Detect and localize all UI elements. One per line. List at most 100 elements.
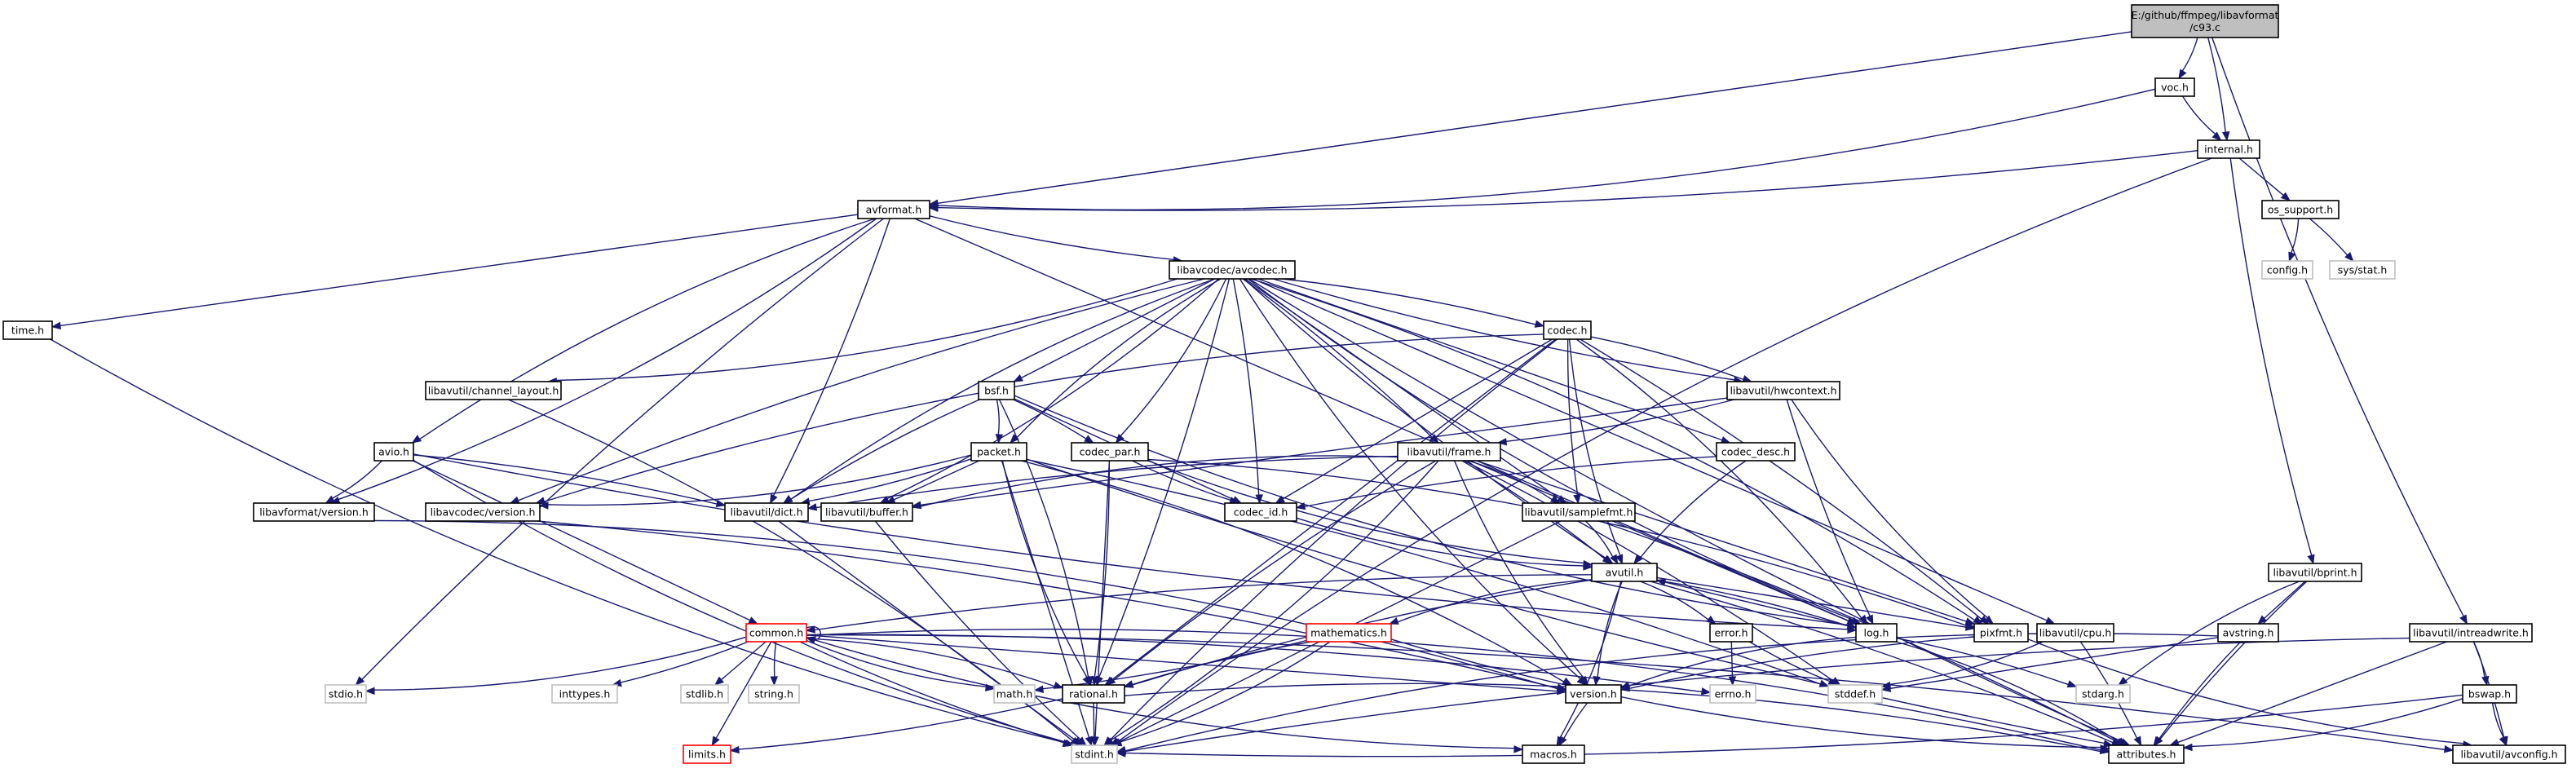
node-errno[interactable]: errno.h <box>1709 684 1756 704</box>
node-macros[interactable]: macros.h <box>1522 744 1585 764</box>
node-avio[interactable]: avio.h <box>373 442 414 462</box>
node-internal[interactable]: internal.h <box>2197 139 2260 159</box>
edge-line <box>1282 278 1537 325</box>
edge-line <box>1239 278 1582 680</box>
edge-common-to-stdlib <box>714 641 767 686</box>
node-codec_par[interactable]: codec_par.h <box>1071 442 1149 462</box>
node-codec[interactable]: codec.h <box>1543 320 1592 340</box>
edge-bswap-to-stdint <box>1116 694 2463 758</box>
node-box <box>1306 623 1392 643</box>
node-intreadwrite[interactable]: libavutil/intreadwrite.h <box>2409 623 2533 643</box>
node-avutil[interactable]: avutil.h <box>1591 563 1658 582</box>
edge-lavc_version-to-version <box>537 520 1567 691</box>
edge-line <box>1296 517 1585 567</box>
edge-arrowhead <box>1580 675 1589 687</box>
node-samplefmt[interactable]: libavutil/samplefmt.h <box>1522 502 1636 522</box>
node-avstring[interactable]: avstring.h <box>2217 623 2279 643</box>
node-stddef[interactable]: stddef.h <box>1827 684 1883 704</box>
edge-arrowhead <box>1089 736 1098 747</box>
node-hwcontext[interactable]: libavutil/hwcontext.h <box>1726 381 1840 400</box>
node-time[interactable]: time.h <box>2 320 53 340</box>
node-box <box>2462 684 2517 704</box>
edge-common-to-rational <box>806 638 1064 689</box>
edge-codec-to-lavc_version <box>535 333 1544 505</box>
node-buffer[interactable]: libavutil/buffer.h <box>820 502 913 522</box>
node-rational[interactable]: rational.h <box>1062 684 1125 704</box>
node-math[interactable]: math.h <box>993 684 1036 704</box>
node-box <box>2329 260 2396 280</box>
node-channel_layout[interactable]: libavutil/channel_layout.h <box>425 381 562 400</box>
node-stdarg[interactable]: stdarg.h <box>2075 684 2131 704</box>
node-codec_desc[interactable]: codec_desc.h <box>1716 442 1796 462</box>
edge-line <box>1124 694 2463 758</box>
edge-line <box>2181 37 2198 73</box>
edge-buffer-to-stdint <box>874 520 1087 746</box>
edge-avformat-to-stdio <box>355 218 885 686</box>
edge-line <box>874 520 1081 740</box>
edge-line <box>1889 641 2044 686</box>
node-lavf_version[interactable]: libavformat/version.h <box>253 502 375 522</box>
edge-line <box>1580 338 1983 621</box>
node-limits[interactable]: limits.h <box>683 744 731 764</box>
edge-line <box>1147 460 1585 564</box>
node-codec_id[interactable]: codec_id.h <box>1224 502 1297 522</box>
node-error[interactable]: error.h <box>1709 623 1753 643</box>
node-string[interactable]: string.h <box>748 684 800 704</box>
node-label: libavutil/samplefmt.h <box>1525 506 1633 519</box>
node-avconfig[interactable]: libavutil/avconfig.h <box>2452 744 2566 764</box>
node-common[interactable]: common.h <box>745 623 807 643</box>
edge-line <box>331 460 382 500</box>
edge-line <box>555 278 1178 382</box>
node-root[interactable]: E:/github/ffmpeg/libavformat/c93.c <box>2131 4 2279 38</box>
node-box <box>1062 684 1125 704</box>
node-voc[interactable]: voc.h <box>2154 77 2195 97</box>
node-packet[interactable]: packet.h <box>970 442 1027 462</box>
edge-arrowhead <box>1964 623 1976 631</box>
edge-line <box>773 641 777 678</box>
edge-line <box>1253 278 2048 622</box>
node-stdint[interactable]: stdint.h <box>1071 744 1118 764</box>
node-box <box>2409 623 2533 643</box>
node-label: libavformat/version.h <box>259 506 369 519</box>
node-box <box>820 502 913 522</box>
node-pixfmt[interactable]: pixfmt.h <box>1973 623 2029 643</box>
node-os_support[interactable]: os_support.h <box>2261 200 2340 219</box>
node-attributes[interactable]: attributes.h <box>2108 744 2185 764</box>
node-mathematics[interactable]: mathematics.h <box>1306 623 1392 643</box>
node-avformat[interactable]: avformat.h <box>857 200 930 219</box>
edge-line <box>2182 95 2216 135</box>
node-bsf[interactable]: bsf.h <box>978 381 1015 400</box>
node-bswap[interactable]: bswap.h <box>2462 684 2517 704</box>
edge-arrowhead <box>1275 495 1285 504</box>
node-log[interactable]: log.h <box>1855 623 1898 643</box>
node-box <box>253 502 375 522</box>
node-lavc_version[interactable]: libavcodec/version.h <box>425 502 541 522</box>
edge-common-to-stdint <box>799 641 1073 747</box>
node-avcodec[interactable]: libavcodec/avcodec.h <box>1169 260 1296 280</box>
edge-line <box>1568 338 1621 557</box>
edge-line <box>1026 458 1822 685</box>
node-sysstat[interactable]: sys/stat.h <box>2329 260 2396 280</box>
node-label: libavutil/cpu.h <box>2039 627 2112 639</box>
edge-arrowhead <box>1534 320 1545 328</box>
edge-arrowhead <box>2257 615 2268 625</box>
edge-avio-to-common <box>412 460 758 625</box>
node-stdio[interactable]: stdio.h <box>325 684 367 704</box>
edge-line <box>996 399 1000 436</box>
edge-line <box>413 453 1849 630</box>
edge-line <box>893 460 980 501</box>
node-version[interactable]: version.h <box>1565 684 1622 704</box>
edge-common-to-inttypes <box>612 641 749 687</box>
edge-avcodec-to-lavc_version <box>509 278 1205 504</box>
node-cpu[interactable]: libavutil/cpu.h <box>2036 623 2114 643</box>
node-dict[interactable]: libavutil/dict.h <box>724 502 809 522</box>
edge-arrowhead <box>1558 735 1567 747</box>
edge-line <box>537 520 1559 689</box>
node-config[interactable]: config.h <box>2261 260 2313 280</box>
edge-arrowhead <box>2459 614 2468 625</box>
node-bprint[interactable]: libavutil/bprint.h <box>2268 563 2362 582</box>
node-stdlib[interactable]: stdlib.h <box>680 684 729 704</box>
node-inttypes[interactable]: inttypes.h <box>551 684 618 704</box>
node-frame[interactable]: libavutil/frame.h <box>1397 442 1501 462</box>
edge-frame-to-version <box>1453 460 1589 687</box>
